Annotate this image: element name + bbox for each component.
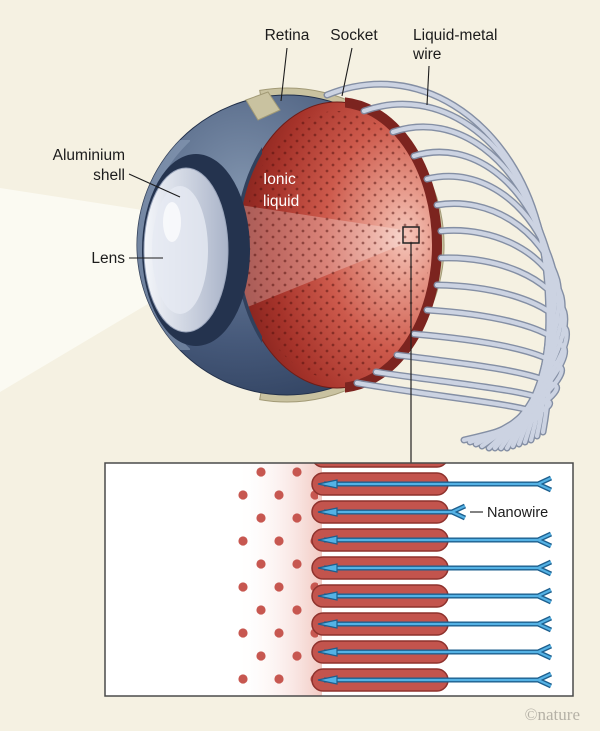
lens-inner-highlight	[152, 186, 208, 314]
shell-cross-section	[245, 91, 281, 121]
nanowire-row	[317, 503, 467, 521]
nanowire-row	[317, 615, 553, 633]
lens-label: Lens	[91, 250, 125, 267]
zoom-region-marker	[402, 226, 420, 244]
ionic-liquid-label-line2: liquid	[263, 193, 299, 210]
light-beam	[0, 188, 168, 392]
nanowire-row	[317, 559, 553, 577]
eye-diagram	[136, 87, 445, 403]
liquid-metal-wire-label-line1: Liquid-metal	[413, 27, 497, 44]
nanowire-row	[317, 587, 553, 605]
socket-leader	[341, 47, 353, 97]
nature-watermark: ©nature	[525, 705, 580, 724]
labels: Retina Socket Liquid-metal wire Aluminiu…	[53, 27, 498, 267]
nanowire-row	[317, 531, 553, 549]
liquid-metal-wire-label-line2: wire	[412, 46, 441, 63]
aluminium-shell-leader	[128, 173, 181, 198]
retina-leader	[280, 47, 288, 102]
inset-zoom: Nanowire	[104, 462, 574, 697]
lens-specular	[163, 202, 181, 242]
nanowire-label: Nanowire	[487, 505, 548, 521]
ionic-liquid-label-line1: Ionic	[263, 171, 296, 188]
nanowire-row	[317, 643, 553, 661]
nanowire-row	[317, 671, 553, 689]
socket-label: Socket	[330, 27, 378, 44]
inset-border	[104, 462, 574, 697]
aluminium-shell-label-line2: shell	[93, 167, 125, 184]
shell-front-highlight	[137, 140, 190, 350]
nanowire-row	[317, 475, 553, 493]
retina-dot-texture	[244, 111, 430, 379]
aluminium-shell-label-line1: Aluminium	[53, 147, 125, 164]
liquid-metal-wire-leader	[426, 65, 430, 106]
retina-label: Retina	[265, 27, 310, 44]
inset-nanowires	[317, 475, 553, 689]
inset-ionic-dots	[238, 463, 318, 696]
retina-rim	[345, 97, 442, 393]
